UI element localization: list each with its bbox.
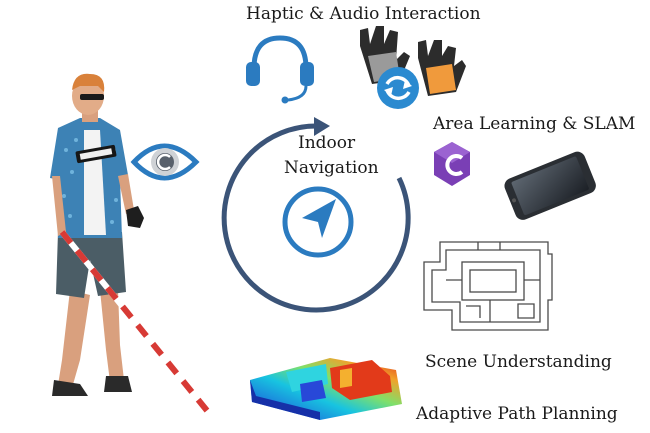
ar-core-logo xyxy=(434,142,470,186)
label-navigation: Navigation xyxy=(284,158,379,178)
chest-camera xyxy=(75,144,117,164)
label-indoor: Indoor xyxy=(298,133,356,153)
label-scene-understanding: Scene Understanding xyxy=(425,352,612,372)
label-area-learning: Area Learning & SLAM xyxy=(433,114,636,134)
headphones-icon xyxy=(246,35,314,104)
navigation-arrow-icon xyxy=(302,199,336,238)
label-haptic-audio: Haptic & Audio Interaction xyxy=(246,4,481,24)
smartphone xyxy=(504,151,596,220)
indoor-navigation-cycle xyxy=(221,117,411,313)
floor-plan xyxy=(423,241,553,331)
depth-heatmap xyxy=(250,358,402,420)
eye-icon xyxy=(130,143,200,181)
label-adaptive-path: Adaptive Path Planning xyxy=(416,404,618,424)
person-with-cane xyxy=(50,73,216,420)
refresh-icon xyxy=(377,67,419,109)
